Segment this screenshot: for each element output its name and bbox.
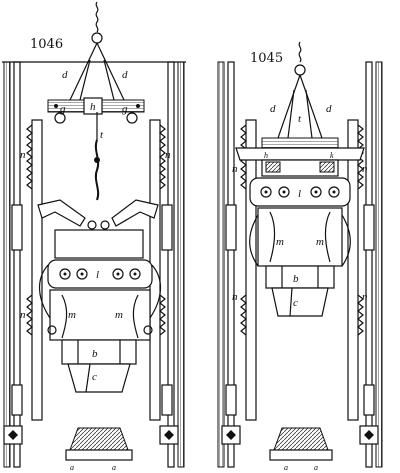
label-a2-1045: a [314,463,318,472]
label-d-left-1045: d [270,103,276,115]
label-n-right-top-1046: n [165,149,171,161]
label-g-right-1046: g [122,103,128,115]
label-d-right-1046: d [122,69,128,81]
anvil-1045 [221,425,379,461]
label-l-1046: l [96,269,99,281]
label-t-1045: t [298,113,302,125]
label-m-left-1045: m [276,236,284,248]
label-m-left-1046: m [68,309,76,321]
label-l-1045: l [298,188,301,200]
label-h-1045: h [264,151,268,160]
label-t-1046: t [100,129,104,141]
label-g-left-1046: g [60,103,66,115]
label-n-left-bottom-1046: n [20,309,26,321]
label-n-right-bottom-1045: n [362,291,368,303]
rope-1046 [91,1,103,44]
tongs-head-1046 [47,42,145,201]
label-b-1045: b [293,273,299,285]
label-a2-1046: a [112,463,116,472]
label-m-right-1045: m [316,236,324,248]
main-block-1046 [39,229,161,393]
main-block-1045 [249,177,351,317]
label-n-left-bottom-1045: n [232,291,238,303]
label-c-1045: c [293,297,298,309]
latch-1046 [37,199,159,230]
rope-1045 [294,41,306,76]
tongs-head-1045 [235,74,365,177]
label-n-left-top-1046: n [20,149,26,161]
figure-number-1046: 1046 [30,37,63,52]
label-k-1045: k [330,151,334,160]
labels-1045: d d t h k n n n n l m m b c a a [232,103,368,472]
anvil-1046 [3,425,179,461]
figure-1046: 1046 [2,1,186,472]
label-c-1046: c [92,371,97,383]
labels-1046: d d g h g t n n n l m m b c a a [20,69,171,472]
label-d-right-1045: d [326,103,332,115]
guide-frame-1045 [217,61,383,468]
label-m-right-1046: m [115,309,123,321]
label-a-1046: a [70,463,74,472]
label-b-1046: b [92,348,98,360]
label-n-left-top-1045: n [232,163,238,175]
guide-frame-1046 [2,61,186,468]
label-h-1046: h [90,101,96,113]
figure-1045: 1045 [217,41,383,472]
label-n-right-top-1045: n [362,163,368,175]
label-d-left-1046: d [62,69,68,81]
figure-number-1045: 1045 [250,51,283,66]
label-a-1045: a [284,463,288,472]
